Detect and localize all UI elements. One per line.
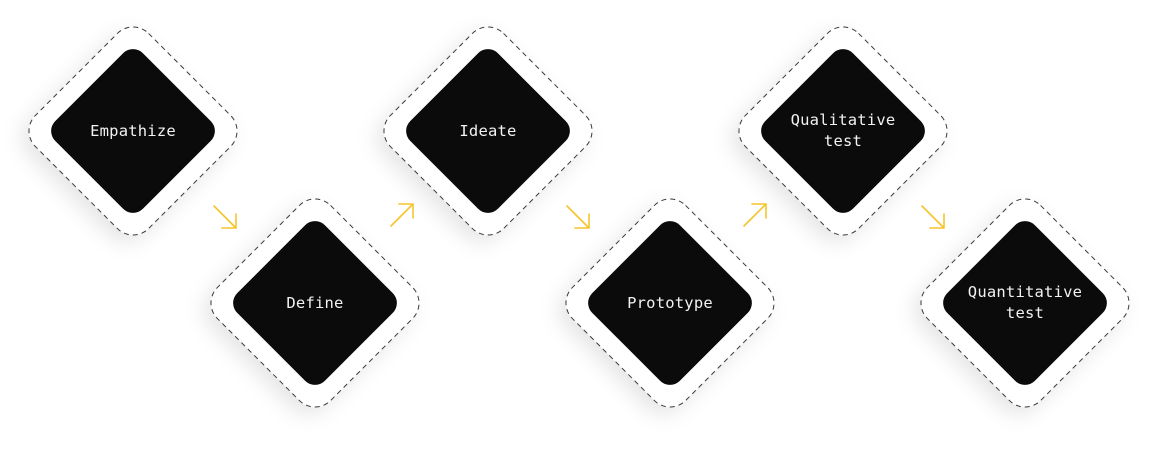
arrow-up-right-icon (390, 203, 414, 227)
step-label: Prototype (627, 293, 713, 312)
step-define: Define (191, 179, 439, 427)
step-label: Empathize (90, 121, 176, 140)
step-quantitative-test: Quantitative test (901, 179, 1149, 427)
step-empathize: Empathize (9, 7, 257, 255)
diamond-shape (920, 198, 1130, 408)
diamond-shape (210, 198, 420, 408)
arrow-down-right-icon (213, 205, 237, 229)
diamond-shape (738, 26, 948, 236)
step-ideate: Ideate (364, 7, 612, 255)
diamond-shape (565, 198, 775, 408)
step-label: Ideate (459, 121, 517, 140)
diamond-shape (383, 26, 593, 236)
arrow-up-right-icon (743, 203, 767, 227)
step-label: Quantitative test (967, 283, 1083, 322)
diamond-shape (28, 26, 238, 236)
arrow-down-right-icon (566, 205, 590, 229)
step-prototype: Prototype (546, 179, 794, 427)
step-qualitative-test: Qualitative test (719, 7, 967, 255)
step-label: Qualitative test (790, 111, 896, 150)
arrow-down-right-icon (921, 205, 945, 229)
step-label: Define (286, 293, 344, 312)
